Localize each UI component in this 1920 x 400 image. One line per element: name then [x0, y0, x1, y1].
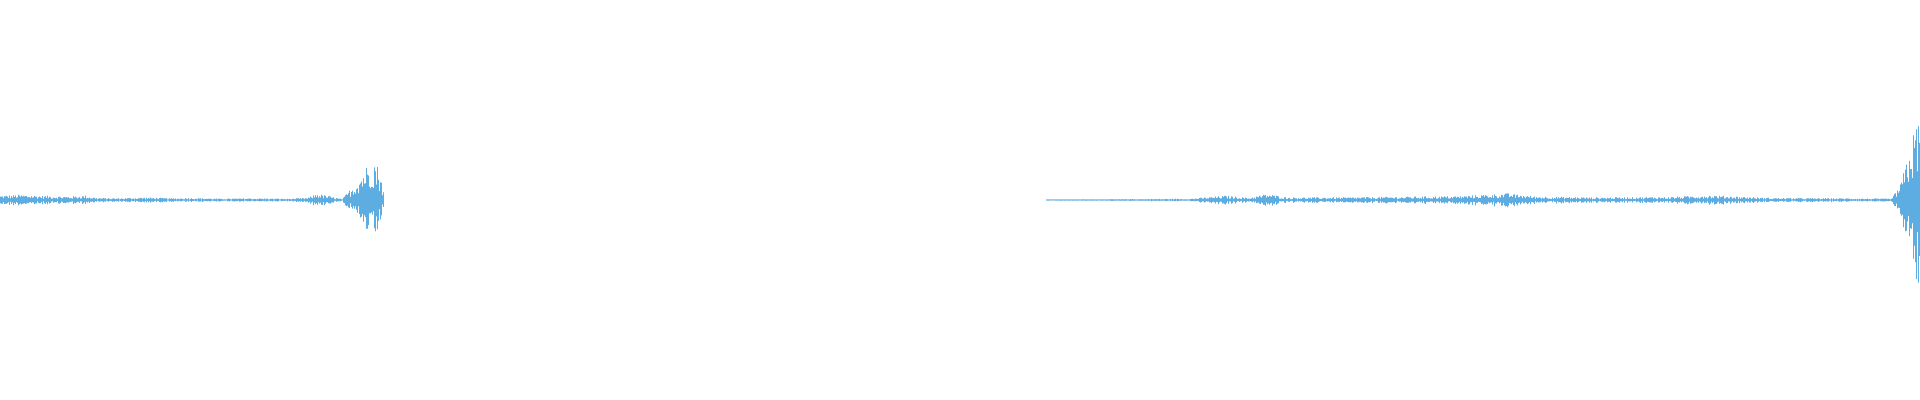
waveform-clip-1 [0, 167, 384, 232]
waveform-clip-2 [1046, 126, 1920, 283]
